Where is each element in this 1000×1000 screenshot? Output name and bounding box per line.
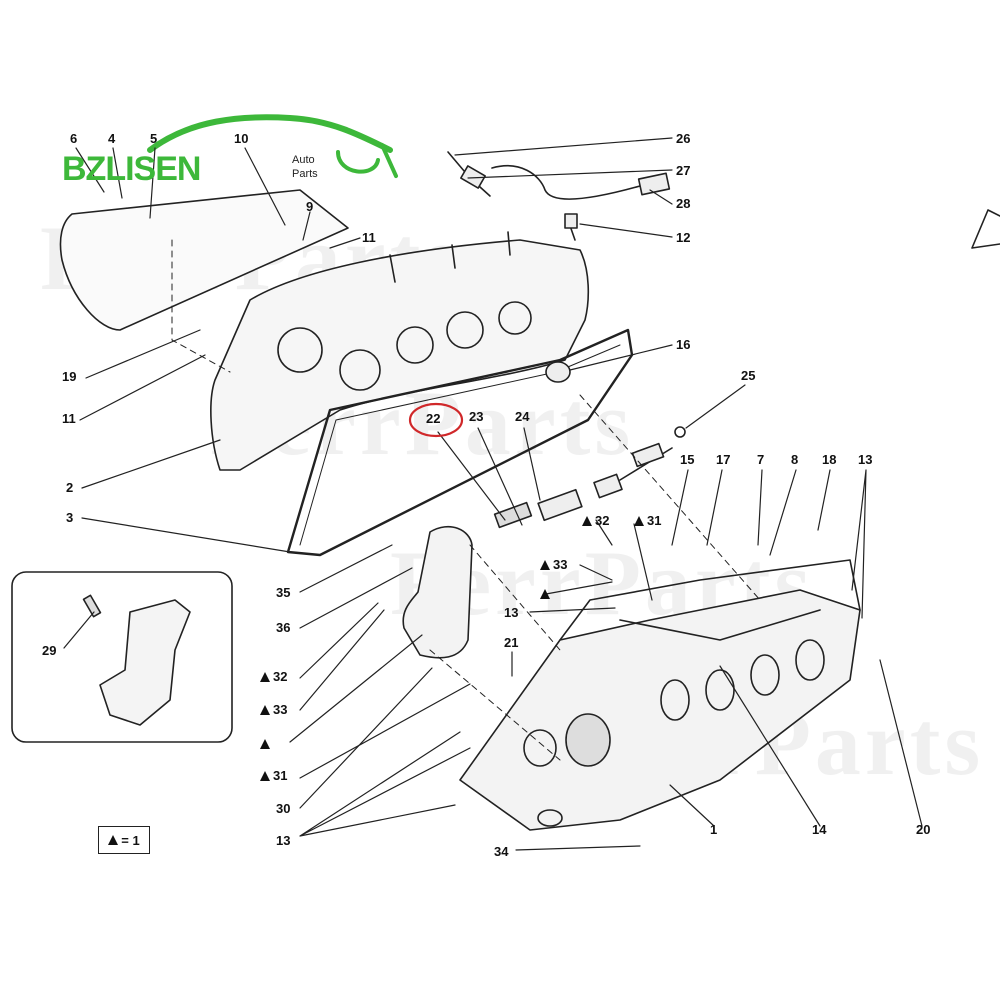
triangle-icon — [540, 560, 550, 570]
callout-label: 9 — [306, 199, 314, 214]
callout-label — [540, 587, 553, 601]
callout-label: 33 — [260, 703, 287, 717]
callout-label: 11 — [362, 230, 376, 245]
callout-label: 12 — [676, 230, 691, 245]
callout-label: 35 — [276, 585, 291, 600]
callout-label: 16 — [676, 337, 691, 352]
callout-label: 32 — [260, 670, 287, 684]
plug-16 — [545, 361, 571, 383]
callout-label: 14 — [812, 822, 827, 837]
callout-label: 18 — [822, 452, 837, 467]
callout-label: 13 — [276, 833, 291, 848]
brand-logo-swoosh — [147, 114, 398, 178]
triangle-icon — [634, 516, 644, 526]
callout-label: 13 — [504, 605, 519, 620]
callout-label-text: 33 — [553, 557, 568, 572]
callout-label: 31 — [634, 514, 661, 528]
brand-tagline: Parts — [292, 168, 318, 180]
brand-logo: BZLISEN — [62, 150, 201, 188]
callout-label: 4 — [108, 131, 116, 146]
callout-label: 7 — [757, 452, 765, 467]
callout-label: 1 — [710, 822, 718, 837]
callout-label: 8 — [791, 452, 799, 467]
triangle-icon — [582, 516, 592, 526]
callout-label-text: 31 — [647, 513, 662, 528]
callout-label: 31 — [260, 769, 287, 783]
callout-label: 28 — [676, 196, 691, 211]
callout-label: 26 — [676, 131, 691, 146]
callout-label: 33 — [540, 558, 567, 572]
callout-label: 5 — [150, 131, 158, 146]
triangle-icon — [540, 589, 550, 599]
callout-label: 13 — [858, 452, 873, 467]
highlight-circle — [408, 402, 464, 438]
callout-label: 17 — [716, 452, 731, 467]
callout-label-text: 33 — [273, 702, 288, 717]
bracket — [402, 526, 473, 659]
cover-gasket — [286, 328, 634, 557]
alignment-dashes — [171, 239, 761, 761]
callout-label: 30 — [276, 801, 291, 816]
inset-bracket-part — [99, 599, 191, 726]
callout-label: 3 — [66, 510, 74, 525]
legend-text: = 1 — [121, 832, 140, 848]
callout-label: 25 — [741, 368, 756, 383]
triangle-icon — [260, 771, 270, 781]
callout-label: 20 — [916, 822, 931, 837]
callout-label-text: 31 — [273, 768, 288, 783]
triangle-icon — [260, 739, 270, 749]
callout-label: 15 — [680, 452, 695, 467]
callout-label: 29 — [42, 643, 57, 658]
callout-label: 24 — [515, 409, 530, 424]
sensor-assembly — [447, 151, 671, 241]
cover-plate — [59, 189, 349, 331]
callout-label-highlighted: 22 — [426, 411, 441, 426]
callout-label: 36 — [276, 620, 291, 635]
callout-label: 34 — [494, 844, 509, 859]
callout-label: 2 — [66, 480, 74, 495]
legend-box: = 1 — [98, 826, 150, 854]
callout-label-text: 32 — [273, 669, 288, 684]
callout-label: 6 — [70, 131, 78, 146]
triangle-icon — [260, 672, 270, 682]
triangle-icon — [108, 835, 119, 845]
triangle-icon — [260, 705, 270, 715]
callout-label: 10 — [234, 131, 249, 146]
callout-label — [260, 737, 273, 751]
callout-label: 32 — [582, 514, 609, 528]
cylinder-head — [459, 559, 861, 831]
callout-label: 23 — [469, 409, 484, 424]
leader-lines — [63, 137, 923, 851]
callout-label: 21 — [504, 635, 519, 650]
callout-label-text: 32 — [595, 513, 610, 528]
callout-label: 11 — [62, 411, 76, 426]
solenoid-assembly — [493, 426, 686, 529]
callout-label: 27 — [676, 163, 691, 178]
cam-cover — [210, 231, 590, 471]
partial-cover-fragment — [971, 209, 1000, 249]
brand-tagline: Auto — [292, 154, 315, 166]
callout-label: 19 — [62, 369, 77, 384]
